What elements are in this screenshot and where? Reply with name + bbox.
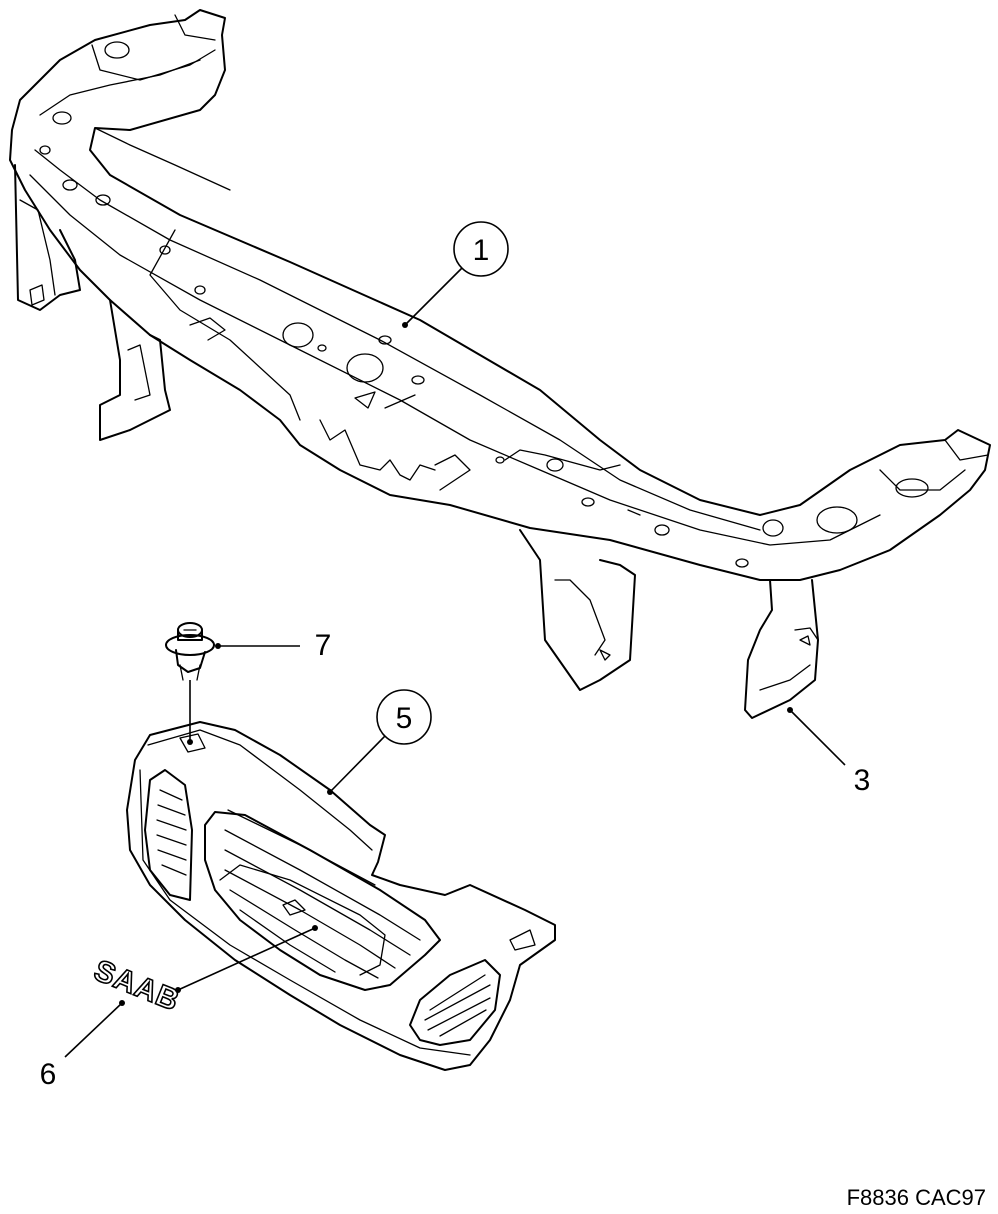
- callout-7: 7: [187, 629, 331, 745]
- callout-6-label: 6: [40, 1058, 57, 1091]
- callout-7-label: 7: [315, 629, 332, 662]
- figure-reference: F8836 CAC97: [847, 1185, 986, 1210]
- part-1-front-cross-member: [9, 9, 991, 719]
- part-5-grille: [126, 721, 556, 1071]
- callout-1-label: 1: [473, 234, 490, 267]
- part-7-clip: [165, 622, 215, 681]
- callout-3: 3: [787, 707, 870, 797]
- callout-5: 5: [327, 689, 432, 795]
- callout-6: 6: [40, 925, 318, 1091]
- callout-1: 1: [402, 221, 509, 328]
- emblem-lettering: SAAB: [89, 954, 184, 1018]
- part-6-emblem: SAAB: [89, 953, 185, 1019]
- callout-5-label: 5: [396, 702, 413, 735]
- callout-3-label: 3: [854, 764, 871, 797]
